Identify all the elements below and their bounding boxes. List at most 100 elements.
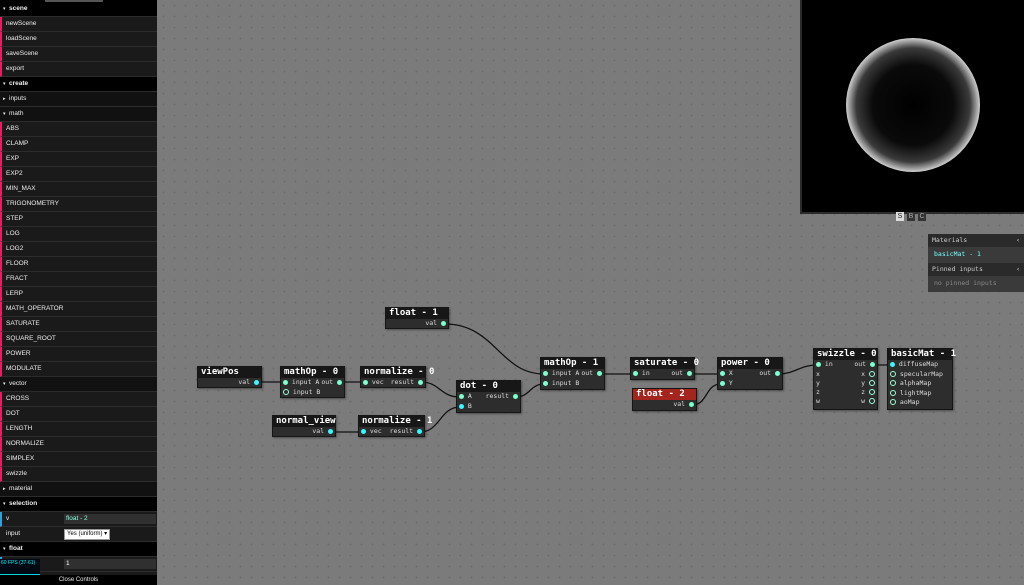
port-dot[interactable] [687,370,692,376]
port-dot[interactable] [775,370,780,376]
port-out[interactable]: val [673,400,694,409]
folder-create[interactable]: ▾create [0,77,157,92]
node-normal-view[interactable]: normal_view val [272,415,336,437]
menu-item[interactable]: loadScene [0,32,157,47]
port-out[interactable]: out [671,369,692,378]
swizzle-out-x[interactable]: x [861,370,875,379]
menu-item[interactable]: CLAMP [0,137,157,152]
port-dot[interactable] [459,393,464,399]
menu-item[interactable]: TRIGONOMETRY [0,197,157,212]
node-title[interactable]: viewPos [198,367,261,378]
material-preview[interactable] [800,0,1024,214]
port-lightmap[interactable]: lightMap [890,389,931,398]
node-title[interactable]: power - 0 [718,358,782,369]
node-viewpos[interactable]: viewPos val [197,366,262,388]
port-dot[interactable] [459,403,464,409]
port-dot[interactable] [441,320,446,326]
port-dot[interactable] [283,389,289,395]
port-dot[interactable] [337,379,342,385]
node-title[interactable]: swizzle - 0 [814,349,877,360]
port-out[interactable]: result [486,392,518,401]
port-dot[interactable] [418,379,423,385]
menu-item[interactable]: EXP [0,152,157,167]
node-normalize0[interactable]: normalize - 0 vec result [360,366,434,388]
port-dot[interactable] [254,379,259,385]
port-dot[interactable] [363,379,368,385]
materials-header[interactable]: Materials‹ [928,234,1024,247]
menu-item[interactable]: LOG2 [0,242,157,257]
node-saturate0[interactable]: saturate - 0 in out [630,357,699,380]
menu-item[interactable]: swizzle [0,467,157,482]
folder-material[interactable]: ▸material [0,482,157,497]
node-title[interactable]: dot - 0 [457,381,520,392]
float-value-input[interactable]: 1 [64,559,156,569]
menu-item[interactable]: POWER [0,347,157,362]
menu-item[interactable]: DOT [0,407,157,422]
port-dot[interactable] [890,380,896,386]
folder-vector[interactable]: ▾vector [0,377,157,392]
node-title[interactable]: mathOp - 0 [281,367,344,378]
folder-selection[interactable]: ▾selection [0,497,157,512]
swizzle-in-w[interactable]: w [816,397,820,406]
port-dot[interactable] [417,428,422,434]
swizzle-in-x[interactable]: x [816,370,820,379]
chevron-left-icon[interactable]: ‹ [1016,265,1020,273]
menu-item[interactable]: NORMALIZE [0,437,157,452]
port-in-y[interactable]: Y [720,379,733,388]
menu-item[interactable]: LENGTH [0,422,157,437]
node-swizzle0[interactable]: swizzle - 0 in out x y z w x y z w [813,348,878,410]
port-out[interactable]: out [759,369,780,378]
folder-math[interactable]: ▾math [0,107,157,122]
menu-item[interactable]: SATURATE [0,317,157,332]
node-mathop0[interactable]: mathOp - 0 input A out input B [280,366,345,398]
port-in[interactable]: in [633,369,650,378]
menu-item[interactable]: saveScene [0,47,157,62]
node-mathop1[interactable]: mathOp - 1 input A out input B [540,357,605,390]
node-title[interactable]: mathOp - 1 [541,358,604,369]
port-dot[interactable] [689,401,694,407]
port-in-a[interactable]: input A [543,369,579,378]
port-dot[interactable] [890,361,895,367]
preview-sphere-button[interactable]: S [896,212,904,221]
folder-float[interactable]: ▾float [0,542,157,557]
node-title[interactable]: float - 1 [386,308,448,319]
port-in-a[interactable]: input A [283,378,319,387]
panel-scrollbar[interactable] [45,0,103,2]
port-diffusemap[interactable]: diffuseMap [890,360,938,369]
port-dot[interactable] [870,361,875,367]
menu-item[interactable]: MODULATE [0,362,157,377]
port-in-vec[interactable]: vec [361,427,382,436]
folder-scene[interactable]: ▾scene [0,2,157,17]
node-title[interactable]: saturate - 0 [631,358,699,369]
port-aomap[interactable]: aoMap [890,398,920,407]
port-alphamap[interactable]: alphaMap [890,379,931,388]
chevron-left-icon[interactable]: ‹ [1016,236,1020,244]
node-dot0[interactable]: dot - 0 A result B [456,380,521,413]
port-in-vec[interactable]: vec [363,378,384,387]
port-dot[interactable] [869,389,875,395]
port-in[interactable]: in [816,360,833,369]
material-item[interactable]: basicMat - 1 [934,250,981,258]
port-dot[interactable] [720,370,725,376]
port-dot[interactable] [328,428,333,434]
port-out[interactable]: result [390,427,422,436]
port-out[interactable]: val [312,427,333,436]
menu-item[interactable]: SQUARE_ROOT [0,332,157,347]
port-in-x[interactable]: X [720,369,733,378]
node-basicmat1[interactable]: basicMat - 1 diffuseMap specularMap alph… [887,348,956,410]
node-float2[interactable]: float - 2 val [632,388,697,411]
port-out[interactable]: out [854,360,875,369]
folder-inputs[interactable]: ▸inputs [0,92,157,107]
port-dot[interactable] [890,399,896,405]
menu-item[interactable]: LOG [0,227,157,242]
menu-item[interactable]: EXP2 [0,167,157,182]
menu-item[interactable]: FRACT [0,272,157,287]
menu-item[interactable]: FLOOR [0,257,157,272]
port-dot[interactable] [543,370,548,376]
port-dot[interactable] [890,370,896,377]
close-controls-button[interactable]: Close Controls [0,575,157,585]
menu-item[interactable]: STEP [0,212,157,227]
port-dot[interactable] [869,380,875,386]
port-dot[interactable] [597,370,602,376]
swizzle-out-y[interactable]: y [861,379,875,388]
